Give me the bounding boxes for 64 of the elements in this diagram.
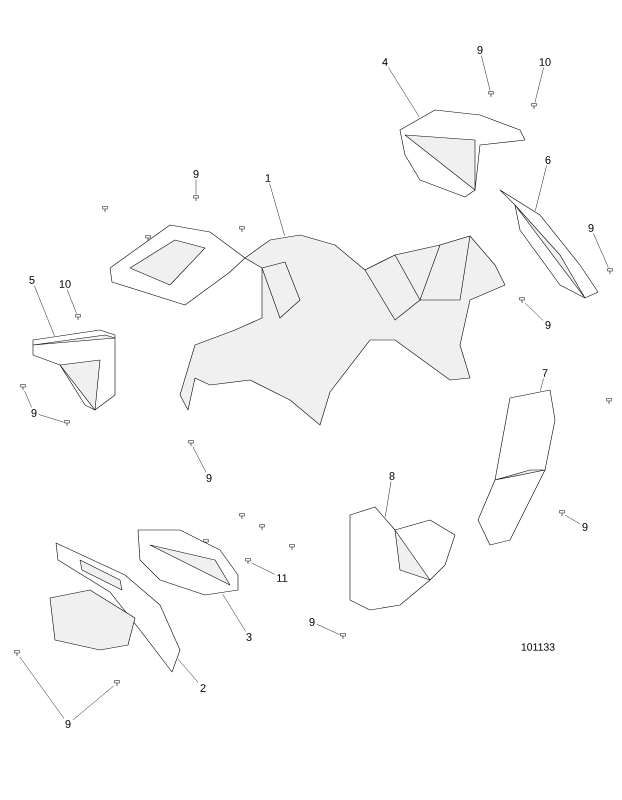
body-panel-drawing — [110, 224, 506, 426]
callout-number: 10 — [540, 58, 551, 66]
leader-line — [24, 390, 32, 408]
screw-icon — [531, 103, 537, 110]
screw-icon — [20, 384, 26, 390]
callout-number: 9 — [588, 224, 594, 232]
drawing-number: 101133 — [522, 643, 555, 651]
callout-number: 6 — [546, 156, 551, 164]
screw-icon — [519, 297, 525, 304]
leader-line — [38, 414, 64, 422]
leader-line — [250, 562, 275, 575]
leader-line — [72, 686, 114, 720]
callout-number: 9 — [193, 170, 199, 178]
screw-icon — [607, 268, 613, 274]
screw-icon — [559, 510, 565, 516]
callout-number: 9 — [31, 409, 37, 417]
callout-number: 2 — [200, 684, 206, 692]
leader-line — [535, 165, 547, 212]
callout-number: 4 — [382, 58, 388, 66]
callout-number: 9 — [65, 720, 71, 728]
leader-line — [534, 67, 544, 103]
leader-line — [384, 481, 392, 518]
callout-number: 9 — [206, 474, 212, 482]
side-panel-drawing — [478, 390, 556, 546]
leader-line — [481, 55, 490, 91]
leader-line — [192, 446, 206, 473]
callout-number: 10 — [60, 280, 71, 288]
screw-icon — [114, 680, 120, 686]
leader-line — [316, 624, 340, 635]
leader-line — [178, 658, 198, 683]
screw-icon — [245, 558, 251, 564]
screw-icon — [340, 633, 346, 640]
leader-line — [540, 378, 544, 392]
callout-number: 11 — [277, 574, 288, 582]
callout-number: 7 — [542, 369, 548, 377]
callout-number: 8 — [389, 472, 395, 480]
leader-line — [66, 289, 77, 314]
cover-drawing — [138, 530, 238, 596]
callout-number: 9 — [309, 618, 315, 626]
leader-line — [269, 183, 285, 236]
callout-number: 9 — [582, 523, 588, 531]
screw-icon — [64, 420, 70, 426]
leader-line — [593, 233, 609, 268]
leader-line — [524, 303, 544, 321]
callout-number: 9 — [477, 46, 483, 54]
leader-line — [34, 285, 55, 336]
front-panel-drawing — [350, 506, 456, 610]
screw-icon — [188, 440, 194, 446]
side-panel-drawing — [32, 330, 116, 410]
side-panel-drawing — [50, 542, 180, 672]
side-panel-drawing — [400, 110, 526, 198]
screw-icon — [193, 195, 199, 202]
screw-icon — [488, 91, 494, 98]
leader-line — [564, 514, 580, 524]
side-panel-drawing — [500, 190, 598, 298]
screw-icon — [75, 314, 81, 320]
leader-line — [388, 67, 420, 118]
leader-line — [222, 594, 246, 632]
callout-number: 5 — [29, 276, 35, 284]
leader-line — [19, 656, 64, 719]
callout-number: 1 — [266, 174, 271, 182]
callout-number: 9 — [545, 321, 551, 329]
screw-icon — [14, 650, 20, 656]
callout-number: 3 — [246, 633, 252, 641]
